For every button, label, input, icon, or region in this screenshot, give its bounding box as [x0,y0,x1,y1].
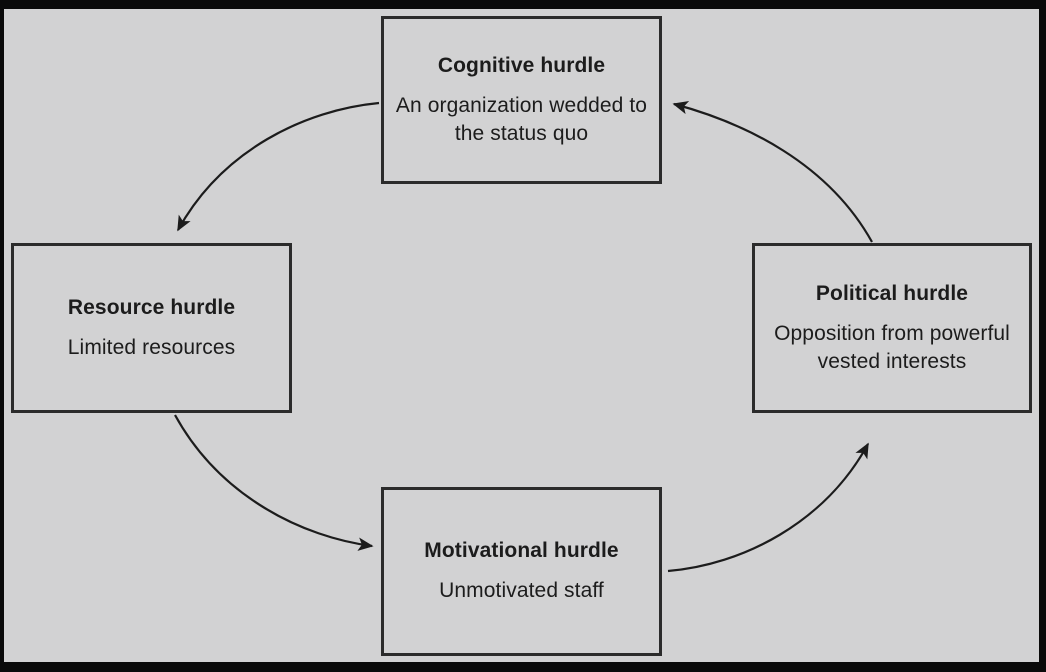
node-cognitive-hurdle[interactable]: Cognitive hurdle An organization wedded … [381,16,662,184]
node-motivational-description: Unmotivated staff [439,579,604,603]
node-motivational-hurdle[interactable]: Motivational hurdle Unmotivated staff [381,487,662,656]
node-resource-description: Limited resources [67,335,236,359]
node-motivational-title: Motivational hurdle [424,539,619,563]
node-political-hurdle[interactable]: Political hurdle Opposition from powerfu… [752,243,1032,413]
node-cognitive-description: An organization wedded to the status quo [395,93,648,145]
arrow-political-to-cognitive [672,101,873,243]
node-political-description: Opposition from powerful vested interest… [774,321,1010,373]
arrow-resource-to-motivational [174,414,374,551]
arrow-cognitive-to-resource [177,101,380,232]
node-resource-title: Resource hurdle [67,295,236,319]
node-cognitive-title: Cognitive hurdle [437,53,606,77]
node-political-title: Political hurdle [815,281,969,305]
node-resource-hurdle[interactable]: Resource hurdle Limited resources [11,243,292,413]
arrow-motivational-to-political [667,442,869,573]
